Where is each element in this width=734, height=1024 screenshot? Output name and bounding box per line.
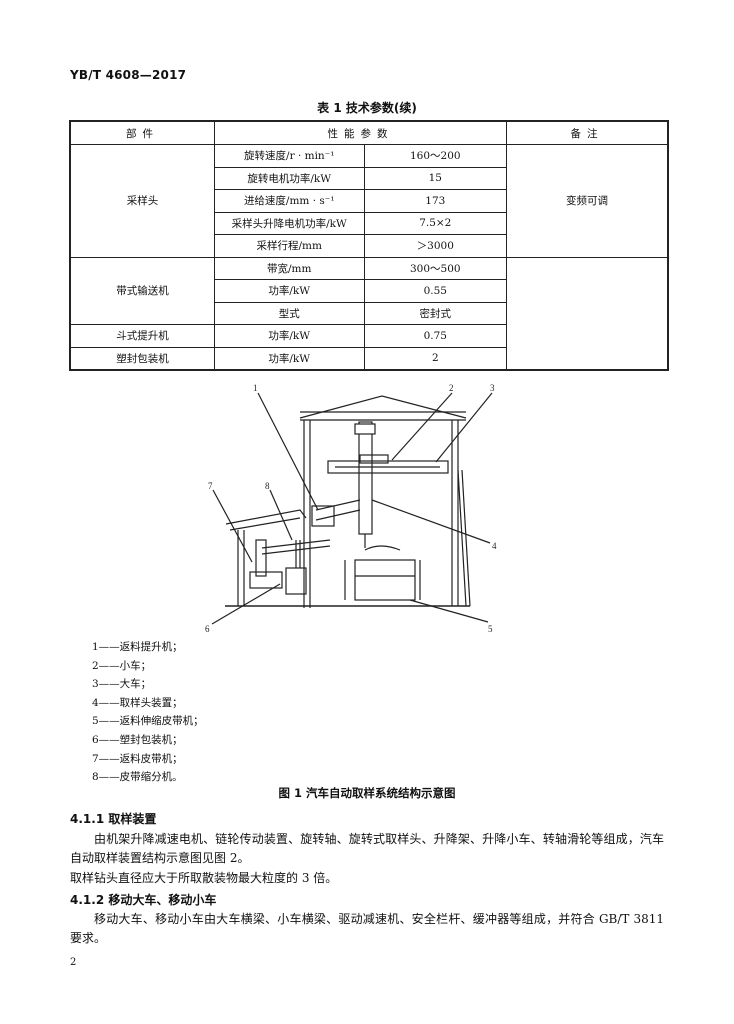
value-cell: 密封式 xyxy=(363,301,508,325)
component-cell: 带式输送机 xyxy=(69,256,215,325)
table-row: 旋转电机功率/kW 15 xyxy=(70,166,668,190)
figure-caption: 图 1 汽车自动取样系统结构示意图 xyxy=(278,786,456,800)
value-cell: 300～500 xyxy=(363,256,508,280)
paragraph: 移动大车、移动小车由大车横梁、小车横梁、驱动减速机、安全栏杆、缓冲器等组成，并符… xyxy=(70,912,664,945)
callout-3: 3 xyxy=(490,383,495,393)
component-cell: 塑封包装机 xyxy=(69,346,215,371)
table-row: 斗式提升机 功率/kW 0.75 xyxy=(69,324,668,348)
param-cell: 进给速度/mm · s⁻¹ xyxy=(213,189,365,213)
header-note: 备注 xyxy=(506,120,669,145)
value-cell: 0.55 xyxy=(363,279,508,303)
legend-item: 7——返料皮带机； xyxy=(92,752,183,765)
callout-5: 5 xyxy=(488,624,493,634)
page-number: 2 xyxy=(70,957,77,968)
sampling-head xyxy=(358,421,373,535)
legend-item: 1——返料提升机； xyxy=(92,641,183,653)
callout-8: 8 xyxy=(265,481,270,491)
table-title: 表 1 技术参数(续) xyxy=(317,101,417,115)
table-header-row: 部件 性能参数 备注 xyxy=(69,120,669,145)
return-elevator xyxy=(311,505,335,527)
callout-2: 2 xyxy=(449,383,454,393)
legend-item: 5——返料伸缩皮带机； xyxy=(92,715,204,728)
table-row: 塑封包装机 功率/kW 2 xyxy=(69,346,668,371)
sampling-system-diagram: 1 2 3 4 5 6 7 8 xyxy=(205,383,497,634)
param-cell: 旋转速度/r · min⁻¹ xyxy=(213,144,365,168)
roof-line xyxy=(299,395,467,419)
callout-6: 6 xyxy=(205,624,210,634)
callout-4: 4 xyxy=(492,541,497,551)
legend-item: 6——塑封包装机； xyxy=(92,733,183,746)
legend-item: 3——大车； xyxy=(92,678,152,691)
section-heading: 4.1.2 移动大车、移动小车 xyxy=(70,893,217,907)
table-row: 进给速度/mm · s⁻¹ 173 xyxy=(70,189,668,213)
table-row: 带式输送机 带宽/mm 300～500 xyxy=(69,256,669,371)
figure-legend: 1——返料提升机； 2——小车； 3——大车； 4——取样头装置； 5——返料伸… xyxy=(92,638,204,787)
header-performance: 性能参数 xyxy=(213,120,508,145)
param-cell: 采样行程/mm xyxy=(213,234,365,258)
value-cell: 2 xyxy=(363,346,508,371)
value-cell: 15 xyxy=(363,166,508,190)
param-cell: 功率/kW xyxy=(213,279,365,303)
param-cell: 功率/kW xyxy=(213,324,365,348)
param-cell: 旋转电机功率/kW xyxy=(213,166,365,190)
value-cell: 160～200 xyxy=(363,144,508,168)
parameters-table: 部件 性能参数 备注 采样头 旋转速度/r · min⁻¹ 160～200 变频… xyxy=(69,120,669,371)
truck-bed xyxy=(354,559,416,601)
header-component: 部件 xyxy=(69,120,215,145)
paragraph: 取样钻头直径应大于所取散装物最大粒度的 3 倍。 xyxy=(70,871,338,885)
note-cell: 变频可调 xyxy=(506,144,669,258)
value-cell: 173 xyxy=(363,189,508,213)
standard-code: YB/T 4608—2017 xyxy=(70,68,187,82)
section-heading: 4.1.1 取样装置 xyxy=(70,812,157,826)
small-car xyxy=(359,454,389,464)
belt-divider xyxy=(285,567,307,595)
callout-1: 1 xyxy=(253,383,258,393)
param-cell: 功率/kW xyxy=(213,346,365,371)
component-cell: 采样头 xyxy=(69,144,215,258)
value-cell: 7.5×2 xyxy=(363,211,508,235)
component-cell: 斗式提升机 xyxy=(69,324,215,348)
legend-item: 4——取样头装置； xyxy=(92,696,183,709)
param-cell: 采样头升降电机功率/kW xyxy=(213,211,365,235)
callout-7: 7 xyxy=(208,481,213,491)
param-cell: 带宽/mm xyxy=(213,256,365,280)
table-row: 功率/kW 0.55 xyxy=(70,279,668,303)
table-row: 采样头 旋转速度/r · min⁻¹ 160～200 变频可调 xyxy=(69,144,669,258)
note-cell xyxy=(506,256,669,371)
value-cell: ＞3000 xyxy=(363,234,508,258)
table-row: 采样头升降电机功率/kW 7.5×2 xyxy=(70,211,668,235)
param-cell: 型式 xyxy=(213,301,365,325)
value-cell: 0.75 xyxy=(363,324,508,348)
paragraph: 由机架升降减速电机、链轮传动装置、旋转轴、旋转式取样头、升降架、升降小车、转轴滑… xyxy=(70,832,664,865)
legend-item: 2——小车； xyxy=(92,659,152,672)
legend-item: 8——皮带缩分机。 xyxy=(92,771,183,784)
